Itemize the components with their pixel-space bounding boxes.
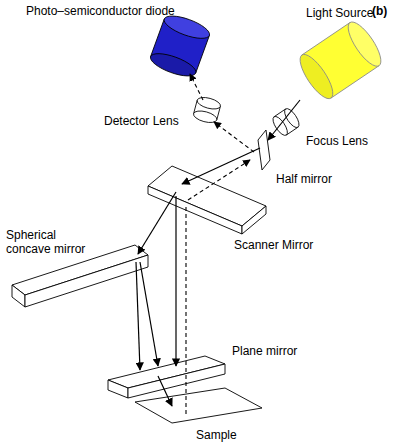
part-label: Plane mirror xyxy=(232,344,297,358)
part-label: Detector Lens xyxy=(104,114,179,128)
part-label: Sample xyxy=(196,428,237,442)
part-label: Scanner Mirror xyxy=(234,238,313,252)
detector-lens xyxy=(192,95,221,124)
illumination-ray xyxy=(136,100,300,406)
sample-plate xyxy=(135,388,262,423)
part-label: Focus Lens xyxy=(306,134,368,148)
half-mirror xyxy=(258,130,270,170)
part-label: Light Source xyxy=(306,6,373,20)
part-label: Photo–semiconductor diode xyxy=(26,4,175,18)
part-label: Spherical concave mirror xyxy=(6,228,94,256)
part-label: Half mirror xyxy=(276,172,332,186)
light-source xyxy=(294,18,386,104)
focus-lens xyxy=(270,106,301,137)
scanner-mirror xyxy=(148,166,266,234)
panel-label: (b) xyxy=(372,4,387,18)
photo-diode xyxy=(148,11,212,80)
